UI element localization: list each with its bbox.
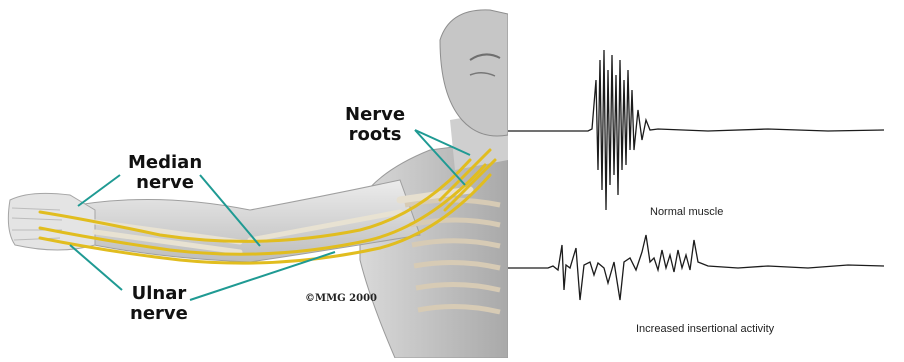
ulnar-nerve-label: Ulnar nerve — [130, 284, 188, 324]
nerve-roots-label: Nerve roots — [345, 105, 405, 145]
normal-muscle-label: Normal muscle — [650, 206, 723, 218]
arm-nerve-drawing — [0, 0, 508, 358]
normal-muscle-trace — [508, 50, 884, 210]
median-nerve-label: Median nerve — [128, 153, 202, 193]
insertional-activity-label: Increased insertional activity — [636, 323, 774, 335]
copyright-text: ©MMG 2000 — [305, 293, 377, 304]
anatomy-illustration: Nerve roots Median nerve Ulnar nerve ©MM… — [0, 0, 508, 358]
emg-trace-drawing — [508, 0, 904, 358]
emg-traces-panel: Normal muscle Increased insertional acti… — [508, 0, 904, 358]
insertional-activity-trace — [508, 235, 884, 300]
torso-shape — [360, 140, 508, 358]
